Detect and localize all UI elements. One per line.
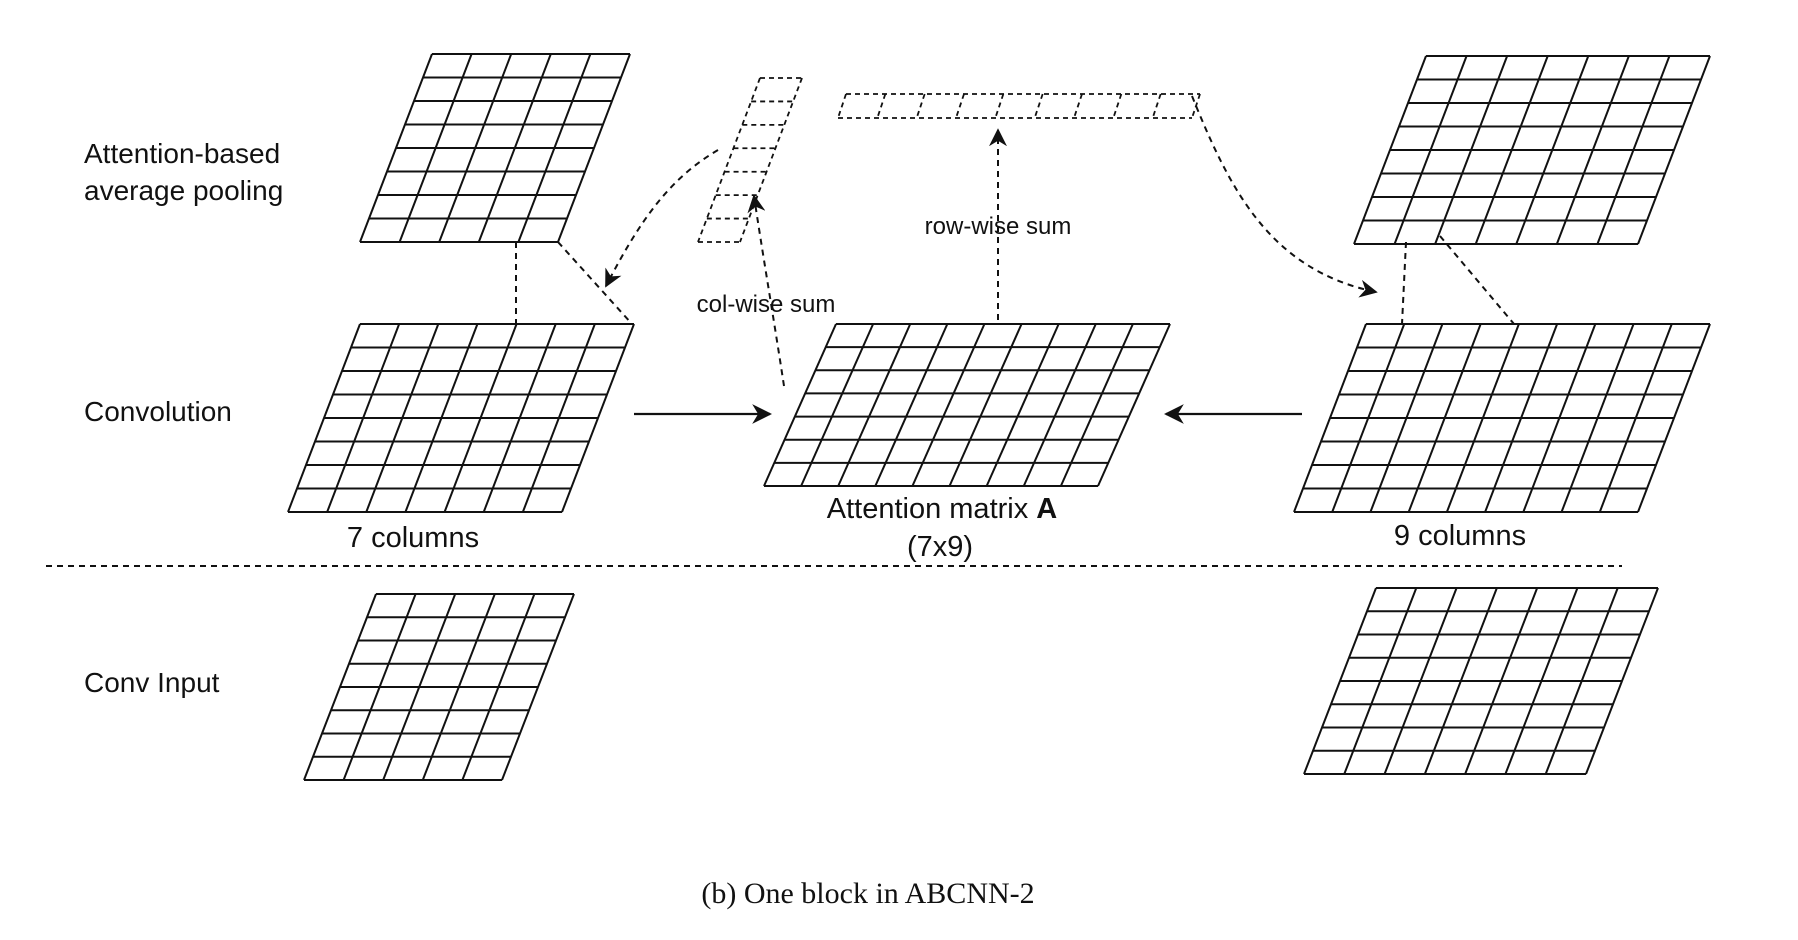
grid-col-line (763, 323, 837, 487)
grid-col-line (561, 323, 635, 513)
grid-col-line (404, 323, 479, 513)
left-pool-connector-2 (557, 241, 633, 325)
row-wise-sum-label: row-wise sum (925, 213, 1072, 240)
grid-col-line (1423, 587, 1498, 775)
grid-col-line (1369, 323, 1444, 513)
grid-col-line (1022, 323, 1097, 487)
grid-col-line (501, 593, 575, 781)
right-convolution-grid (1293, 323, 1711, 513)
grid-col-line (1059, 323, 1134, 487)
grid-col-line (948, 323, 1023, 487)
grid-col-line (911, 323, 986, 487)
grid-col-line (482, 323, 557, 513)
matrix-dims-label: (7x9) (907, 531, 973, 563)
grid-col-line (461, 593, 536, 781)
right-pool-connector-2 (1439, 235, 1515, 325)
matrix-title: Attention matrix A (827, 493, 1058, 525)
grid-col-line (326, 323, 401, 513)
grid-col-line (1407, 323, 1482, 513)
row-vector-to-right-pool-arrow (1191, 95, 1378, 298)
grid-col-line (287, 323, 361, 513)
grid-col-line (1504, 587, 1579, 775)
grid-col-line (517, 53, 592, 243)
grid-col-line (1596, 55, 1671, 245)
grid-col-line (837, 93, 847, 119)
grid-col-line (985, 323, 1060, 487)
grid-col-line (398, 53, 473, 243)
grid-col-line (382, 593, 457, 781)
grid-col-line (994, 93, 1005, 119)
grid-col-line (955, 93, 965, 119)
grid-col-line (1484, 323, 1559, 513)
right-columns-label: 9 columns (1394, 520, 1526, 552)
grid-col-line (1033, 93, 1044, 119)
grid-col-line (874, 323, 949, 487)
grid-col-line (1112, 93, 1123, 119)
grid-col-line (421, 593, 496, 781)
grid-col-line (438, 53, 513, 243)
grid-col-line (1515, 55, 1590, 245)
grid-col-line (1555, 55, 1630, 245)
grid-col-line (837, 323, 912, 487)
grid-col-line (1598, 323, 1673, 513)
grid-col-line (443, 323, 518, 513)
grid-col-line (303, 593, 377, 781)
grid-col-line (1637, 323, 1711, 513)
left-conv-input-grid (303, 593, 575, 781)
grid-col-line (359, 53, 433, 243)
grid-col-line (1383, 587, 1458, 775)
grid-col-line (557, 53, 631, 243)
col-sum-vector (697, 77, 803, 243)
grid-col-line (1073, 93, 1083, 119)
grid-col-line (1151, 93, 1162, 119)
grid-col-line (1097, 323, 1171, 487)
grid-col-line (1445, 323, 1520, 513)
col-vector-to-left-pool-arrow (605, 149, 719, 288)
grid-col-line (1303, 587, 1377, 775)
grid-col-line (1293, 323, 1367, 513)
grid-col-line (342, 593, 417, 781)
figure-caption: (b) One block in ABCNN-2 (701, 877, 1034, 910)
right-pool-connector-1 (1401, 241, 1407, 325)
grid-col-line (1522, 323, 1597, 513)
grid-col-line (1393, 55, 1468, 245)
right-conv-input-grid (1303, 587, 1659, 775)
grid-col-line (477, 53, 552, 243)
grid-col-line (1474, 55, 1549, 245)
grid-col-line (1544, 587, 1619, 775)
conv-input-label: Conv Input (84, 667, 220, 698)
pooling-label-line1: Attention-based (84, 138, 280, 169)
grid-col-line (1585, 587, 1659, 775)
right-pooling-grid (1353, 55, 1711, 245)
convolution-label: Convolution (84, 396, 232, 427)
row-sum-vector (837, 93, 1201, 119)
pooling-label-line2: average pooling (84, 175, 283, 206)
grid-col-line (365, 323, 440, 513)
grid-col-line (739, 77, 803, 243)
matrix-name: Attention matrix (827, 493, 1037, 525)
left-columns-label: 7 columns (347, 522, 479, 554)
grid-col-line (1560, 323, 1635, 513)
col-wise-sum-label: col-wise sum (697, 291, 836, 318)
grid-col-line (521, 323, 596, 513)
attention-matrix-grid (763, 323, 1171, 487)
grid-col-line (876, 93, 887, 119)
grid-col-line (697, 77, 761, 243)
left-convolution-grid (287, 323, 635, 513)
grid-col-line (800, 323, 875, 487)
left-pooling-grid (359, 53, 631, 243)
grid-col-line (915, 93, 926, 119)
grid-col-line (1637, 55, 1711, 245)
grid-col-line (1343, 587, 1418, 775)
col-wise-sum-arrow (747, 194, 785, 387)
grid-col-line (1464, 587, 1539, 775)
grid-col-line (1434, 55, 1509, 245)
matrix-symbol: A (1036, 493, 1057, 525)
grid-col-line (1331, 323, 1406, 513)
grid-col-line (1191, 93, 1201, 119)
grid-col-line (1353, 55, 1427, 245)
